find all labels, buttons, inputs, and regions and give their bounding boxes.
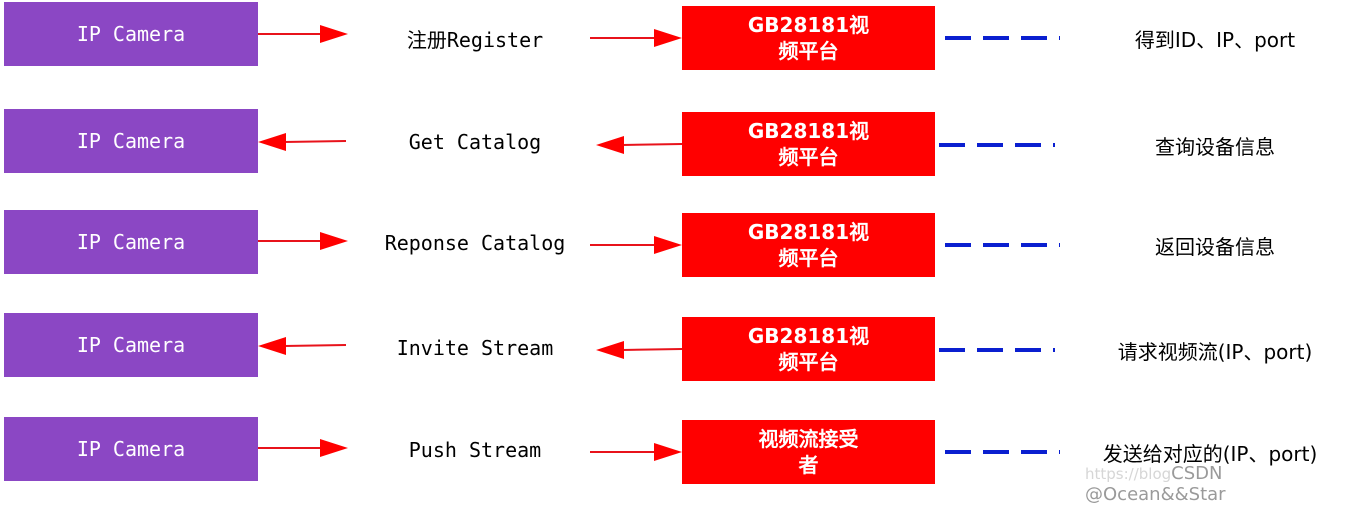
- ip-camera-box: IP Camera: [4, 417, 258, 481]
- ip-camera-label: IP Camera: [76, 437, 186, 461]
- platform-box: GB28181视 频平台: [682, 317, 935, 381]
- platform-box: 视频流接受 者: [682, 420, 935, 484]
- ip-camera-box: IP Camera: [4, 210, 258, 274]
- ip-camera-box: IP Camera: [4, 109, 258, 173]
- platform-label-line1: GB28181视: [747, 119, 870, 143]
- note-label: 返回设备信息: [1155, 235, 1275, 259]
- platform-box: GB28181视 频平台: [682, 213, 935, 277]
- arrow-right-icon: [590, 236, 682, 254]
- ip-camera-box: IP Camera: [4, 2, 258, 66]
- note-label: 发送给对应的(IP、port): [1102, 442, 1318, 466]
- arrow-right-icon: [590, 29, 682, 47]
- message-label: 注册Register: [406, 28, 544, 52]
- arrow-right-icon: [258, 232, 348, 250]
- arrow-right-icon: [258, 25, 348, 43]
- arrow-left-icon: [596, 341, 683, 359]
- arrow-left-icon: [596, 136, 683, 154]
- ip-camera-label: IP Camera: [76, 230, 186, 254]
- ip-camera-label: IP Camera: [76, 333, 186, 357]
- message-label: Get Catalog: [408, 130, 542, 154]
- platform-label-line2: 者: [798, 453, 819, 477]
- message-label: Reponse Catalog: [384, 231, 566, 255]
- message-label: Invite Stream: [396, 336, 554, 360]
- platform-label-line2: 频平台: [778, 350, 839, 374]
- platform-label-line2: 频平台: [778, 39, 839, 63]
- platform-label-line1: GB28181视: [747, 324, 870, 348]
- note-label: 查询设备信息: [1155, 135, 1275, 159]
- watermark: https://blogCSDN @Ocean&&Star: [1085, 463, 1361, 505]
- arrow-left-icon: [258, 337, 347, 355]
- ip-camera-box: IP Camera: [4, 313, 258, 377]
- message-label: Push Stream: [408, 438, 542, 462]
- ip-camera-label: IP Camera: [76, 22, 186, 46]
- platform-box: GB28181视 频平台: [682, 6, 935, 70]
- platform-label-line1: GB28181视: [747, 220, 870, 244]
- platform-label-line2: 频平台: [778, 145, 839, 169]
- connectors: [258, 25, 1060, 461]
- arrow-left-icon: [258, 133, 347, 151]
- arrow-right-icon: [590, 443, 682, 461]
- platform-label-line1: GB28181视: [747, 13, 870, 37]
- watermark-url: https://blog: [1085, 465, 1172, 483]
- platform-label-line2: 频平台: [778, 246, 839, 270]
- platform-box: GB28181视 频平台: [682, 112, 935, 176]
- platform-label-line1: 视频流接受: [758, 427, 859, 451]
- ip-camera-label: IP Camera: [76, 129, 186, 153]
- arrow-right-icon: [258, 439, 348, 457]
- note-label: 请求视频流(IP、port): [1117, 340, 1313, 364]
- note-label: 得到ID、IP、port: [1134, 28, 1296, 52]
